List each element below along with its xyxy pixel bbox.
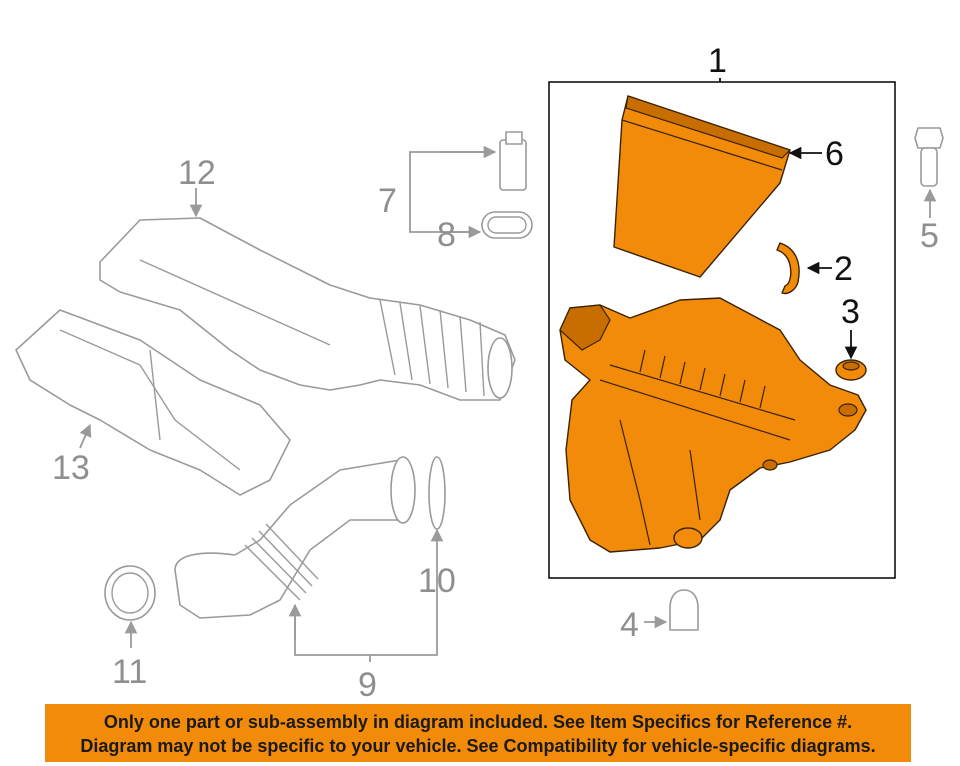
- disclaimer-line-1: Only one part or sub-assembly in diagram…: [103, 712, 853, 732]
- bolt-part: [914, 127, 944, 187]
- upper-intake-duct: [99, 217, 516, 401]
- callout-8: 8: [437, 216, 456, 254]
- callout-13: 13: [52, 449, 90, 487]
- air-deflector: [15, 309, 291, 496]
- callout-10: 10: [418, 562, 456, 600]
- parts-diagram: 1 6 2 3 5 4 7 8 12 13 10 9 11: [15, 42, 944, 700]
- callout-9: 9: [358, 666, 377, 700]
- callout-7: 7: [378, 182, 397, 220]
- callout-3: 3: [841, 293, 860, 331]
- disclaimer-line-2: Diagram may not be specific to your vehi…: [80, 736, 876, 756]
- callout-2: 2: [834, 250, 853, 288]
- band-clamp: [104, 565, 156, 621]
- intake-hose: [174, 456, 416, 619]
- callout-11: 11: [112, 653, 147, 691]
- callout-12: 12: [178, 154, 216, 192]
- callout-5: 5: [920, 217, 939, 255]
- callout-1: 1: [708, 42, 727, 80]
- sensor-seal: [481, 211, 533, 239]
- assembly-box: [548, 81, 896, 579]
- disclaimer-banner: Only one part or sub-assembly in diagram…: [45, 704, 911, 762]
- air-cleaner-housing: [559, 297, 867, 553]
- callout-6: 6: [825, 135, 844, 173]
- mass-airflow-sensor: [499, 131, 527, 191]
- clip-part: [776, 242, 800, 295]
- callout-4: 4: [620, 606, 639, 644]
- grommet-part: [835, 359, 867, 381]
- hose-clamp: [428, 456, 446, 530]
- cap-part: [669, 589, 699, 631]
- air-filter-element: [613, 95, 792, 278]
